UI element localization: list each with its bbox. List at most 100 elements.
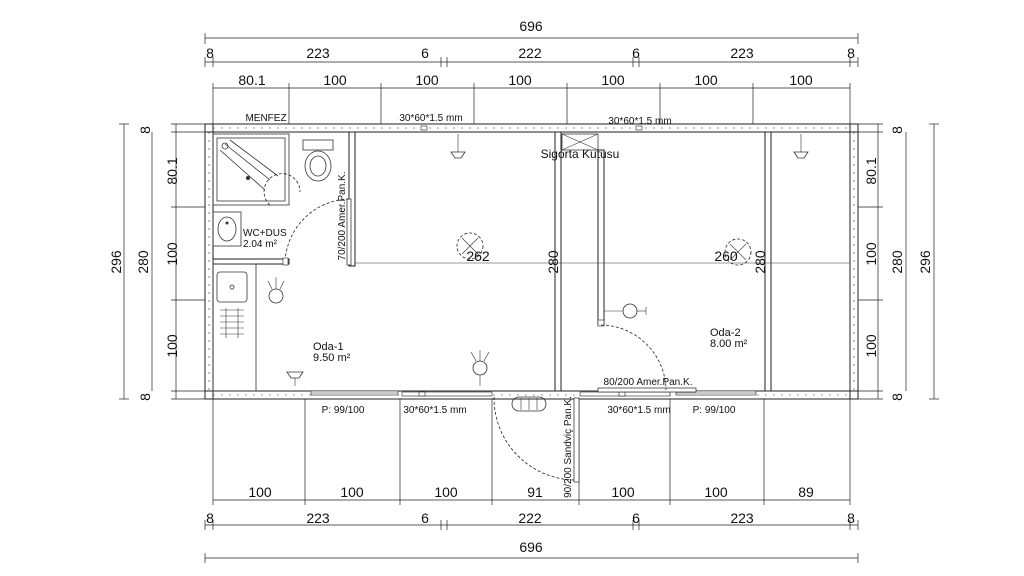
panel-right: P: 99/100 — [675, 390, 757, 416]
ceiling-light-room1 — [456, 232, 484, 260]
room2-door: 80/200 Amer.Pan.K. — [597, 319, 697, 393]
inner-height-label-left: 280 — [135, 250, 151, 274]
light-fixture-kitchen — [267, 277, 285, 304]
top-dim-3: 222 — [518, 45, 542, 61]
vent-label: MENFEZ — [245, 113, 286, 124]
window-top-left-label: 30*60*1.5 mm — [399, 113, 462, 124]
bottom-module-5: 100 — [704, 484, 728, 500]
panel-left-label: P: 99/100 — [322, 405, 365, 416]
top-dim-2: 6 — [421, 45, 429, 61]
switch-room2 — [604, 303, 647, 319]
toilet — [302, 139, 334, 182]
inner-height-label-right: 280 — [889, 250, 905, 274]
bathroom-area: 2.04 m² — [243, 239, 278, 250]
bottom-module-dimension-chain: 100 100 100 91 100 100 89 — [212, 398, 851, 505]
bottom-module-3: 91 — [527, 484, 543, 500]
kitchen-counter — [212, 263, 257, 392]
right-overall-dimension: 296 — [917, 123, 939, 400]
top-module-6: 100 — [789, 72, 813, 88]
inner-height-a-label: 280 — [545, 250, 561, 274]
top-overall-dimension: 696 — [204, 18, 859, 44]
vent: MENFEZ — [245, 113, 286, 124]
left-dim-2: 100 — [164, 242, 180, 266]
bottom-dim-3: 222 — [518, 510, 542, 526]
bathroom-door-label: 70/200 Amer.Pan.K. — [337, 172, 348, 261]
right-dim-0: 8 — [889, 126, 905, 134]
right-dim-2: 100 — [863, 242, 879, 266]
left-overall-dimension: 296 — [108, 123, 129, 400]
room1-width-label: 262 — [466, 248, 490, 264]
left-module-dimension-chain: 8 80.1 100 100 8 — [137, 123, 205, 401]
fuse-box-label: Sigorta Kutusu — [541, 147, 620, 161]
bottom-dim-1: 223 — [306, 510, 330, 526]
top-dim-1: 223 — [306, 45, 330, 61]
exterior-walls — [204, 123, 859, 400]
window-top-left: 30*60*1.5 mm — [399, 113, 463, 131]
panel-left: P: 99/100 — [310, 390, 399, 416]
bottom-module-2: 100 — [434, 484, 458, 500]
top-dim-4: 6 — [632, 45, 640, 61]
entrance-door-label: 90/200 Sandviç Pan.K. — [563, 396, 574, 498]
window-bottom-left: 30*60*1.5 mm — [401, 391, 493, 416]
left-inner-height-dimension: 280 — [135, 132, 153, 391]
room2-area: 8.00 m² — [710, 338, 748, 350]
ceiling-light-room2 — [724, 238, 752, 266]
top-module-dimension-chain: 80.1 100 100 100 100 100 100 — [212, 72, 851, 128]
top-module-0: 80.1 — [238, 72, 265, 88]
fuse-box: Sigorta Kutusu — [541, 133, 620, 161]
right-inner-height-dimension: 280 — [889, 132, 907, 391]
right-dim-3: 100 — [863, 334, 879, 358]
room1-name: Oda-1 — [313, 341, 344, 353]
window-top-right-label: 30*60*1.5 mm — [608, 116, 671, 127]
bottom-dim-2: 6 — [421, 510, 429, 526]
bottom-module-0: 100 — [248, 484, 272, 500]
wall-light-room1 — [286, 371, 304, 386]
right-dim-4: 8 — [889, 393, 905, 401]
bottom-overall-dimension: 696 — [204, 539, 859, 563]
overall-height-label-right: 296 — [917, 250, 933, 274]
room1-area: 9.50 m² — [313, 352, 351, 364]
shower — [212, 133, 301, 206]
right-module-dimension-chain: 8 80.1 100 100 8 — [858, 123, 905, 401]
window-bottom-right: 30*60*1.5 mm — [579, 391, 671, 416]
room2-width-label: 260 — [714, 248, 738, 264]
left-dim-1: 80.1 — [164, 157, 180, 184]
inner-height-b-label: 280 — [752, 250, 768, 274]
bottom-module-6: 89 — [798, 484, 814, 500]
window-bottom-left-label: 30*60*1.5 mm — [403, 405, 466, 416]
left-dim-4: 8 — [137, 393, 153, 401]
light-fixture-room1 — [470, 350, 490, 386]
top-dim-0: 8 — [206, 45, 214, 61]
top-module-1: 100 — [323, 72, 347, 88]
entrance-door: 90/200 Sandviç Pan.K. — [493, 396, 580, 498]
bottom-dim-0: 8 — [206, 510, 214, 526]
top-module-3: 100 — [508, 72, 532, 88]
washbasin — [212, 211, 242, 247]
window-bottom-right-label: 30*60*1.5 mm — [607, 405, 670, 416]
bathroom-door: 70/200 Amer.Pan.K. — [282, 172, 352, 266]
room2-name: Oda-2 — [710, 327, 741, 339]
bottom-dim-5: 223 — [730, 510, 754, 526]
top-module-4: 100 — [601, 72, 625, 88]
room2-door-label: 80/200 Amer.Pan.K. — [604, 377, 693, 388]
wall-light-top-room1 — [450, 134, 466, 159]
panel-right-label: P: 99/100 — [693, 405, 736, 416]
left-dim-3: 100 — [164, 334, 180, 358]
left-dim-0: 8 — [137, 126, 153, 134]
overall-width-label: 696 — [519, 18, 543, 34]
bottom-dim-4: 6 — [632, 510, 640, 526]
right-dim-1: 80.1 — [863, 157, 879, 184]
bottom-module-4: 100 — [611, 484, 635, 500]
bottom-wall-dimension-chain: 8 223 6 222 6 223 8 — [204, 510, 859, 530]
top-wall-dimension-chain: 8 223 6 222 6 223 8 — [204, 45, 859, 67]
window-top-right: 30*60*1.5 mm — [608, 116, 672, 131]
bathroom-name: WC+DUS — [243, 228, 287, 239]
interior-walls — [212, 131, 850, 392]
top-module-5: 100 — [694, 72, 718, 88]
top-dim-5: 223 — [730, 45, 754, 61]
top-module-2: 100 — [415, 72, 439, 88]
wall-light-top-room2 — [793, 134, 809, 159]
bottom-dim-6: 8 — [847, 510, 855, 526]
overall-height-label-left: 296 — [108, 250, 124, 274]
